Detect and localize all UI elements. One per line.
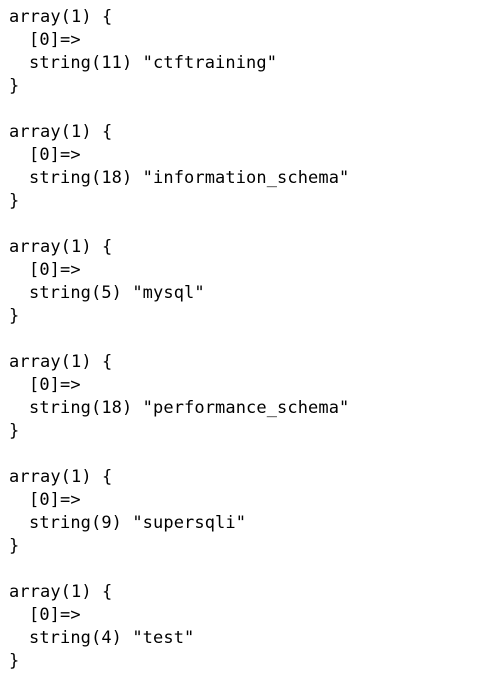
blank-line (9, 558, 469, 581)
array-close-line: } (9, 191, 20, 211)
array-open-line: array(1) { (9, 467, 113, 487)
array-dump-block: array(1) { [0]=> string(5) "mysql" } (9, 236, 469, 351)
array-close-line: } (9, 651, 20, 671)
array-open-line: array(1) { (9, 7, 113, 27)
array-close-line: } (9, 76, 20, 96)
array-dump-block: array(1) { [0]=> string(18) "performance… (9, 351, 469, 466)
array-dump-block: array(1) { [0]=> string(4) "test" } (9, 581, 469, 696)
var-dump-output: array(1) { [0]=> string(11) "ctftraining… (9, 6, 469, 696)
array-dump-block: array(1) { [0]=> string(9) "supersqli" } (9, 466, 469, 581)
array-key-line: [0]=> (29, 375, 81, 395)
array-open-line: array(1) { (9, 582, 113, 602)
blank-line (9, 443, 469, 466)
array-key-line: [0]=> (29, 605, 81, 625)
array-value-line: string(4) "test" (29, 628, 195, 648)
array-dump-block: array(1) { [0]=> string(11) "ctftraining… (9, 6, 469, 121)
array-close-line: } (9, 536, 20, 556)
array-key-line: [0]=> (29, 30, 81, 50)
array-value-line: string(11) "ctftraining" (29, 53, 278, 73)
array-close-line: } (9, 306, 20, 326)
array-open-line: array(1) { (9, 122, 113, 142)
blank-line (9, 328, 469, 351)
blank-line (9, 213, 469, 236)
array-value-line: string(9) "supersqli" (29, 513, 247, 533)
array-key-line: [0]=> (29, 260, 81, 280)
array-dump-block: array(1) { [0]=> string(18) "information… (9, 121, 469, 236)
array-open-line: array(1) { (9, 352, 113, 372)
array-key-line: [0]=> (29, 490, 81, 510)
array-value-line: string(5) "mysql" (29, 283, 205, 303)
array-close-line: } (9, 421, 20, 441)
array-value-line: string(18) "information_schema" (29, 168, 350, 188)
array-value-line: string(18) "performance_schema" (29, 398, 350, 418)
blank-line (9, 98, 469, 121)
array-key-line: [0]=> (29, 145, 81, 165)
array-open-line: array(1) { (9, 237, 113, 257)
